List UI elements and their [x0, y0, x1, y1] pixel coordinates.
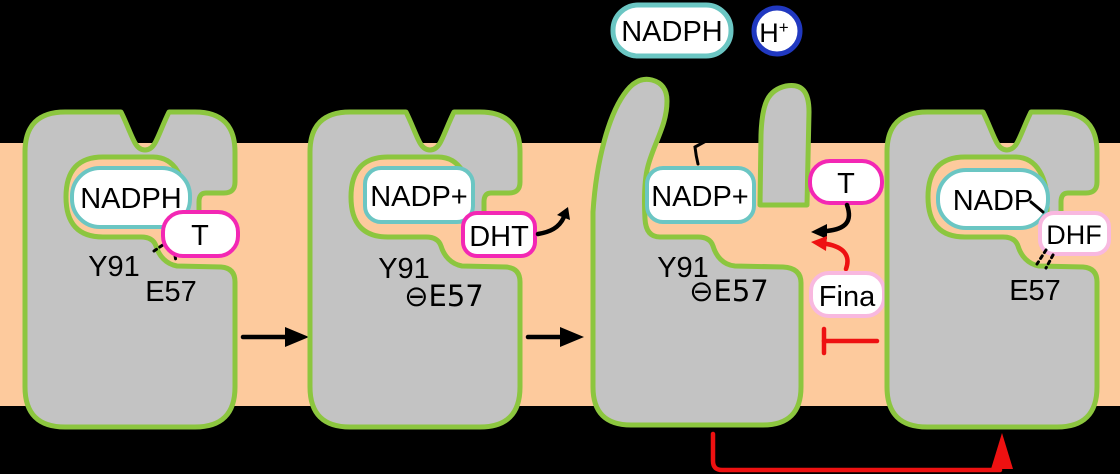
reaction-arrow-1: [240, 327, 309, 347]
finasteride-label: Fina: [819, 281, 876, 313]
nadph-released-label: NADPH: [621, 16, 723, 48]
substrate-inhibitor-competition: T Fina: [808, 159, 886, 356]
trapped-complex-arrow-shaft: [710, 431, 1003, 473]
proton-base: H: [759, 18, 779, 48]
residue-e57-label: E57: [145, 276, 197, 308]
nadph-label: NADPH: [80, 183, 182, 215]
residue-e57-charged-label: ⊖E57: [689, 274, 769, 308]
trapped-complex-arrow: [710, 431, 1013, 473]
enzyme-body-4: [884, 109, 1100, 430]
t-entry-arrow-head: [811, 224, 827, 239]
residue-e57-label: E57: [1009, 275, 1061, 307]
nadp-plus-pill-open: [645, 166, 756, 224]
reaction-arrow-1-head: [285, 327, 309, 347]
proton-circle: [751, 5, 803, 57]
nadph-pill: [70, 166, 192, 229]
dhf-pill: [1038, 211, 1111, 256]
dhf-label: DHF: [1046, 220, 1102, 250]
testosterone-pill: [161, 210, 240, 258]
dht-label: DHT: [469, 221, 529, 253]
hydrogen-bond-dots: [1044, 253, 1055, 270]
nadp-label: NADP: [953, 185, 1034, 217]
residue-y91-label: Y91: [378, 253, 430, 285]
fina-competition-arrow-shaft: [824, 241, 850, 272]
finasteride-pill: [809, 271, 886, 318]
enzyme-gate-helix: [757, 82, 812, 208]
stage-3-enzyme-open: NADP+ Y91 ⊖E57: [590, 76, 812, 428]
released-cofactor-group: NADPH H+: [610, 2, 803, 59]
stage-1-enzyme-closed: NADPH T Y91 E57: [22, 109, 240, 430]
nadp-plus-open-label: NADP+: [651, 181, 749, 213]
nadph-released-pill: [610, 2, 734, 59]
proton-superscript: +: [779, 18, 789, 37]
t-entry-arrow-shaft: [824, 202, 852, 234]
residue-y91-label: Y91: [657, 252, 709, 284]
nadp-pill: [936, 168, 1050, 230]
nadp-plus-pill: [363, 166, 475, 224]
hydrogen-bond-dots: [1035, 248, 1048, 266]
testosterone-label: T: [191, 220, 209, 252]
fina-competition-arrow-head: [811, 236, 827, 251]
reaction-arrow-2-head: [560, 327, 584, 347]
stage-2-enzyme-closed: NADP+ DHT Y91 ⊖E57: [307, 109, 570, 430]
proton-label: H+: [759, 18, 789, 48]
testosterone-incoming-label: T: [837, 168, 855, 200]
dht-release-arrow-shaft: [535, 214, 567, 237]
dht-release-arrow-head: [557, 207, 570, 220]
residue-e57-charged-label: ⊖E57: [404, 279, 484, 313]
nadp-dhf-bond: [1029, 200, 1045, 214]
enzyme-body-3-open: [590, 76, 804, 428]
reaction-arrow-2: [525, 327, 584, 347]
dht-pill: [461, 211, 537, 258]
nadp-plus-label: NADP+: [370, 181, 468, 213]
stage-4-enzyme-closed: NADP DHF E57: [884, 109, 1111, 430]
cofactor-exchange-mark: [693, 139, 708, 166]
trapped-complex-arrow-head: [991, 433, 1013, 469]
residue-y91-label: Y91: [88, 251, 140, 283]
